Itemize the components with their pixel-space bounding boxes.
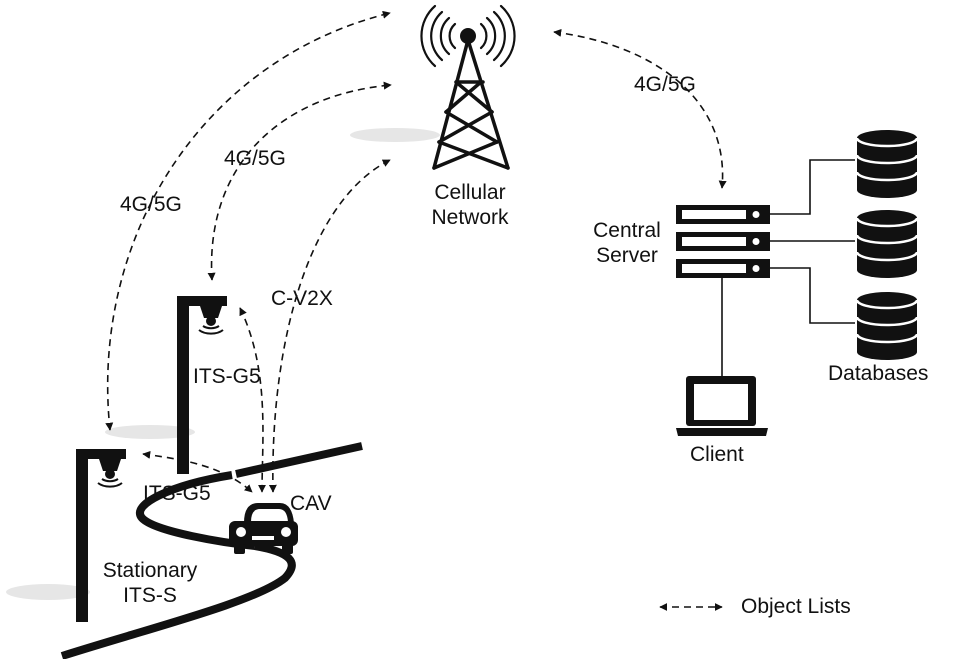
legend-label: Object Lists	[741, 595, 851, 618]
stationary-its-s-label-line2: ITS-S	[123, 584, 177, 607]
stationary-its-s-label: Stationary ITS-S	[88, 558, 212, 608]
link-label-tall-pole-cav: ITS-G5	[143, 482, 211, 505]
stationary-its-s-label-line1: Stationary	[102, 559, 198, 582]
link-tall-pole-cellular	[105, 10, 391, 431]
central-server-label: Central Server	[578, 218, 676, 268]
link-label-server-cellular: 4G/5G	[634, 73, 696, 96]
cell-tower-icon	[420, 4, 516, 170]
link-label-near-pole-cav: ITS-G5	[193, 365, 261, 388]
roadside-camera-icon-tall	[76, 449, 126, 622]
server-connections	[721, 159, 855, 378]
laptop-icon	[676, 376, 768, 436]
link-label-tall-pole-cellular: 4G/5G	[120, 193, 182, 216]
link-label-cav-cellular: C-V2X	[271, 287, 333, 310]
object-list-links	[105, 10, 727, 493]
roadside-camera-icon-near	[177, 296, 227, 474]
link-server-cellular	[553, 28, 727, 189]
cav-label: CAV	[290, 492, 332, 515]
cellular-network-label-line2: Network	[431, 206, 509, 229]
central-server-label-line2: Server	[596, 244, 658, 267]
link-tall-pole-cav	[142, 450, 253, 493]
database-icon-2	[855, 210, 919, 278]
link-near-pole-cellular	[207, 81, 392, 281]
databases-label: Databases	[828, 362, 929, 385]
cellular-network-label: Cellular Network	[408, 180, 532, 230]
car-icon	[229, 503, 298, 554]
central-server-label-line1: Central	[593, 219, 661, 242]
link-cav-cellular	[268, 159, 391, 493]
server-rack-icon	[676, 205, 770, 278]
client-label: Client	[690, 443, 744, 466]
database-icon-3	[855, 292, 919, 360]
link-near-pole-cav	[239, 307, 267, 493]
cellular-network-label-line1: Cellular	[434, 181, 506, 204]
link-label-near-pole-cellular: 4G/5G	[224, 147, 286, 170]
database-icon-1	[855, 130, 919, 198]
